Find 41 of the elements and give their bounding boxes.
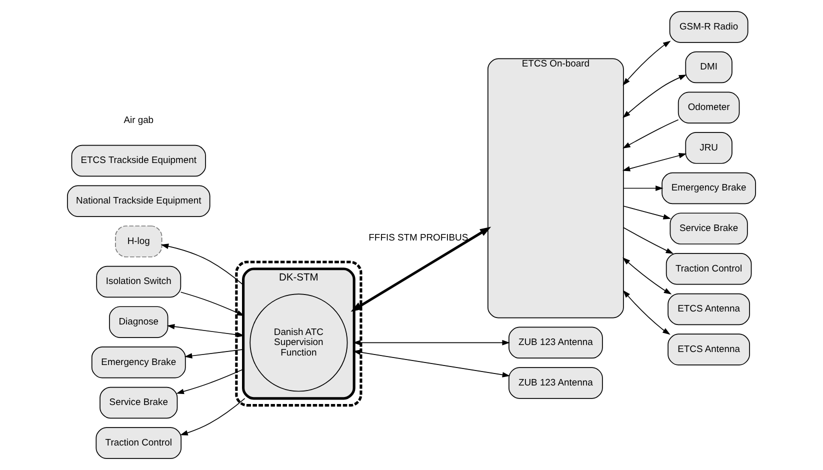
node-box: Service Brake	[670, 212, 748, 244]
node-box: ZUB 123 Antenna	[508, 326, 603, 359]
node-box: Traction Control	[96, 427, 182, 459]
arrow	[350, 226, 492, 312]
arrow	[180, 292, 244, 316]
node-circle: Danish ATC Supervision Function	[250, 294, 348, 392]
arrow	[622, 290, 670, 335]
arrow	[622, 152, 687, 172]
arrow	[623, 186, 664, 191]
node-box: Emergency Brake	[91, 346, 186, 378]
arrow	[184, 349, 244, 359]
arrow	[166, 324, 245, 338]
arrow	[176, 368, 244, 394]
arrow	[622, 119, 679, 149]
node-box: Traction Control	[666, 253, 752, 285]
node-box: GSM-R Radio	[669, 11, 748, 43]
node-box: Emergency Brake	[662, 172, 756, 204]
arrow	[160, 244, 244, 286]
arrow	[623, 206, 672, 220]
node-box: Diagnose	[109, 306, 168, 338]
edge-label: FFFIS STM PROFIBUS	[368, 231, 468, 242]
arrow	[622, 40, 671, 86]
arrow	[623, 227, 674, 254]
node-box: H-log	[115, 226, 162, 258]
node-box: ETCS On-board	[487, 58, 624, 318]
node-box: ETCS Antenna	[668, 334, 750, 366]
arrow	[180, 398, 246, 436]
node-box: ETCS Antenna	[668, 293, 750, 326]
node-box: JRU	[685, 132, 732, 164]
node-box: Isolation Switch	[96, 266, 182, 298]
label: Air gab	[124, 114, 154, 125]
node-box: Service Brake	[100, 386, 178, 419]
arrow	[352, 340, 510, 346]
arrow	[622, 74, 687, 118]
node-box: National Trackside Equipment	[67, 185, 210, 217]
node-box: Odometer	[678, 92, 740, 124]
node-box: DMI	[685, 51, 732, 84]
node-box: ZUB 123 Antenna	[508, 367, 603, 399]
node-box: ETCS Trackside Equipment	[71, 144, 206, 177]
arrow	[352, 350, 510, 378]
arrow	[622, 257, 672, 294]
